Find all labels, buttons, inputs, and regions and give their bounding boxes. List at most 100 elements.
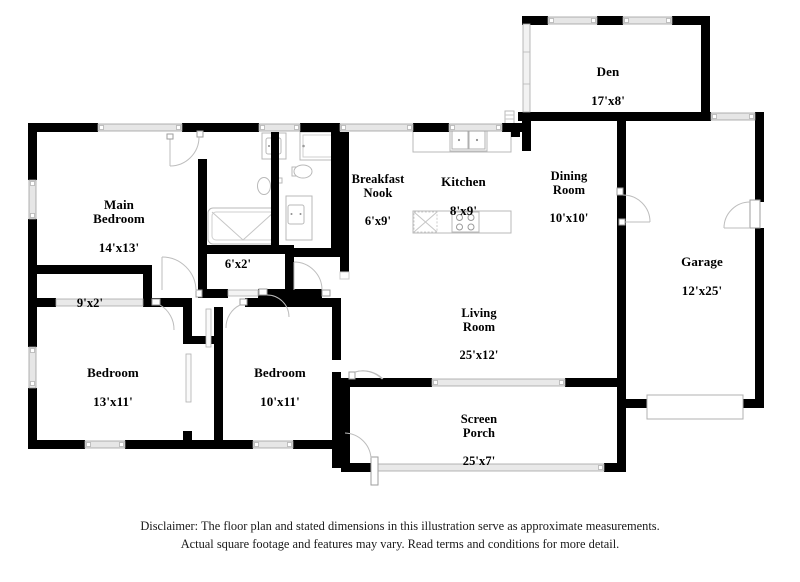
water-heater-icon bbox=[504, 110, 515, 125]
wall-porch-bottom-a bbox=[341, 463, 371, 472]
double-basin-sink-icon bbox=[451, 130, 486, 150]
wall-master-right bbox=[198, 159, 207, 264]
closet-door-6x2 bbox=[227, 289, 259, 297]
wall-dining-right bbox=[617, 121, 626, 193]
wall-exterior-left-mid bbox=[28, 219, 37, 318]
door-living-to-porch bbox=[348, 370, 384, 380]
garage-door-icon bbox=[646, 394, 744, 420]
wall-exterior-top-c bbox=[300, 123, 340, 132]
window-layer bbox=[28, 16, 756, 472]
window-closet9 bbox=[55, 298, 144, 307]
wall-exterior-top-a bbox=[28, 123, 98, 132]
wall-den-left-bot bbox=[518, 112, 531, 121]
door-bath-lower bbox=[293, 261, 331, 297]
window-left-bedroom13 bbox=[28, 346, 37, 389]
wall-bedroom10-right-b bbox=[332, 372, 341, 444]
wall-den-top-a bbox=[522, 16, 548, 25]
wall-garage-bottom-a bbox=[617, 399, 647, 408]
wall-closet9-right bbox=[143, 265, 152, 307]
wall-closet9-top bbox=[37, 265, 152, 274]
wall-garage-right-upper bbox=[755, 112, 764, 202]
door-bedroom-13x11 bbox=[151, 298, 175, 331]
wall-exterior-bottom-left-a bbox=[28, 440, 85, 449]
fixture-layer bbox=[207, 110, 515, 245]
wall-hall-stub bbox=[294, 289, 322, 298]
shower-stall-icon bbox=[207, 207, 279, 245]
wall-den-left-top bbox=[522, 16, 531, 24]
wall-layer bbox=[28, 16, 764, 472]
window-bottom-bedroom13 bbox=[84, 440, 126, 449]
window-porch-bottom bbox=[370, 463, 605, 472]
window-top-kitchen bbox=[448, 123, 503, 132]
door-porch-exterior bbox=[344, 432, 379, 486]
disclaimer-line-1: Disclaimer: The floor plan and stated di… bbox=[140, 519, 660, 533]
cooktop-range-icon bbox=[451, 211, 480, 233]
window-den-top-a bbox=[547, 16, 598, 25]
door-bedroom-10x11 bbox=[225, 298, 248, 329]
door-bath-upper bbox=[258, 288, 290, 318]
dishwasher-icon bbox=[413, 211, 438, 233]
wall-hall-closet-bottom bbox=[183, 431, 192, 444]
wall-porch-bottom-b bbox=[604, 463, 626, 472]
toilet-upper-icon bbox=[291, 164, 313, 179]
wall-bath-right bbox=[331, 132, 340, 252]
wall-bath-divider-vert bbox=[271, 132, 279, 248]
disclaimer-line-2: Actual square footage and features may v… bbox=[180, 536, 620, 551]
window-den-top-b bbox=[622, 16, 673, 25]
window-bottom-bedroom10 bbox=[252, 440, 294, 449]
wall-nook-left bbox=[340, 132, 349, 278]
wall-living-right bbox=[617, 193, 626, 228]
window-left-masterbed bbox=[28, 179, 37, 220]
window-top-bath1 bbox=[258, 123, 301, 132]
door-master-to-hall bbox=[161, 256, 203, 298]
wall-closet6-bottom-b bbox=[258, 289, 294, 298]
wall-exterior-left-lower-b bbox=[28, 388, 37, 449]
kitchen-counter-upper-icon bbox=[412, 128, 512, 153]
window-garage-top bbox=[710, 112, 756, 121]
wall-bedrooms-top-a bbox=[165, 298, 192, 307]
wall-porch-divider-b bbox=[565, 378, 626, 387]
wall-porch-divider-a bbox=[341, 378, 432, 387]
door-garage-side-entry bbox=[723, 199, 761, 229]
window-top-masterbed bbox=[97, 123, 183, 132]
window-living-porch bbox=[431, 378, 566, 387]
wall-exterior-bottom-left-d bbox=[332, 440, 341, 468]
wall-den-bottom bbox=[530, 112, 711, 121]
wall-exterior-top-b bbox=[182, 123, 259, 132]
door-dining-to-garage bbox=[616, 187, 651, 226]
wall-garage-bottom-b bbox=[743, 399, 764, 408]
wall-exterior-top-d bbox=[413, 123, 449, 132]
wall-master-right-lower bbox=[198, 253, 207, 298]
wall-closet6-right bbox=[285, 245, 294, 297]
wall-dining-right-lower bbox=[617, 222, 626, 382]
wall-closet6-top bbox=[198, 245, 294, 254]
wall-exterior-bottom-left-c bbox=[293, 440, 341, 449]
door-layer bbox=[151, 130, 761, 486]
wall-bath-bottom bbox=[294, 248, 340, 257]
wall-porch-right-b bbox=[617, 421, 626, 472]
wall-hall-closet-right bbox=[214, 307, 223, 443]
disclaimer: Disclaimer: The floor plan and stated di… bbox=[0, 518, 800, 554]
wall-garage-right-lower bbox=[755, 228, 764, 408]
door-master-bedroom bbox=[166, 130, 204, 167]
wall-hall-closet-mid bbox=[183, 336, 223, 344]
wall-exterior-left-lower-a bbox=[28, 318, 37, 347]
window-top-nook bbox=[339, 123, 414, 132]
wall-den-top-c bbox=[672, 16, 710, 25]
wall-porch-left bbox=[341, 387, 350, 472]
vanity-sink-lower-icon bbox=[285, 195, 313, 241]
kitchen-counter-lower-icon bbox=[412, 210, 512, 234]
wall-exterior-bottom-left-b bbox=[125, 440, 253, 449]
closet-door-hall-upper bbox=[205, 308, 212, 348]
wall-hall-closet-left bbox=[183, 307, 192, 344]
wall-exterior-left-upper bbox=[28, 123, 37, 180]
wall-closet6-bottom-a bbox=[198, 289, 228, 298]
window-den-left-wall bbox=[522, 23, 531, 113]
wall-closet9-bottom-a bbox=[28, 298, 56, 307]
wall-bedrooms-top-b bbox=[245, 298, 341, 307]
wall-den-right bbox=[701, 16, 710, 119]
opening-nook-living bbox=[339, 271, 350, 280]
wall-dining-left bbox=[522, 121, 531, 151]
